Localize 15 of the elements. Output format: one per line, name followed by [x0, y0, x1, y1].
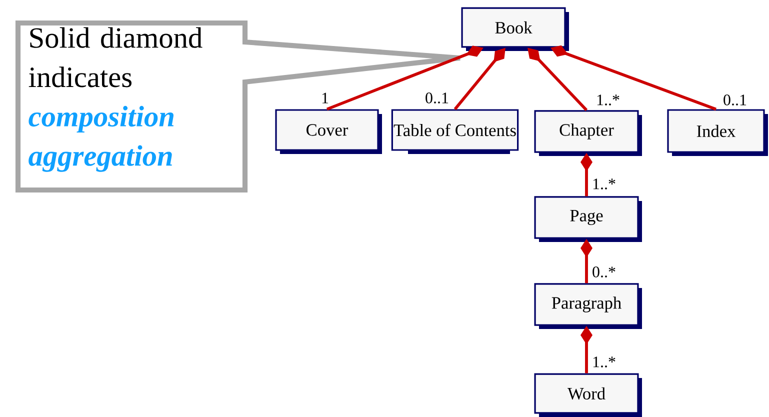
class-box: Book — [461, 7, 569, 51]
class-box: Index — [667, 109, 768, 156]
class-box: Table of Contents — [391, 109, 519, 154]
class-box: Cover — [275, 109, 382, 154]
multiplicity-label: 1..* — [597, 94, 620, 106]
class-box: Chapter — [534, 110, 642, 156]
multiplicity-label: 1 — [322, 92, 328, 104]
multiplicity-label: 0..* — [592, 266, 616, 278]
multiplicity-label: 1..* — [593, 356, 616, 368]
multiplicity-label: 0..1 — [724, 94, 746, 106]
class-box: Word — [534, 373, 642, 417]
multiplicity-label: 1..* — [593, 178, 616, 190]
class-box: Paragraph — [534, 283, 642, 329]
multiplicity-label: 0..1 — [426, 92, 448, 104]
class-box: Page — [534, 196, 642, 242]
